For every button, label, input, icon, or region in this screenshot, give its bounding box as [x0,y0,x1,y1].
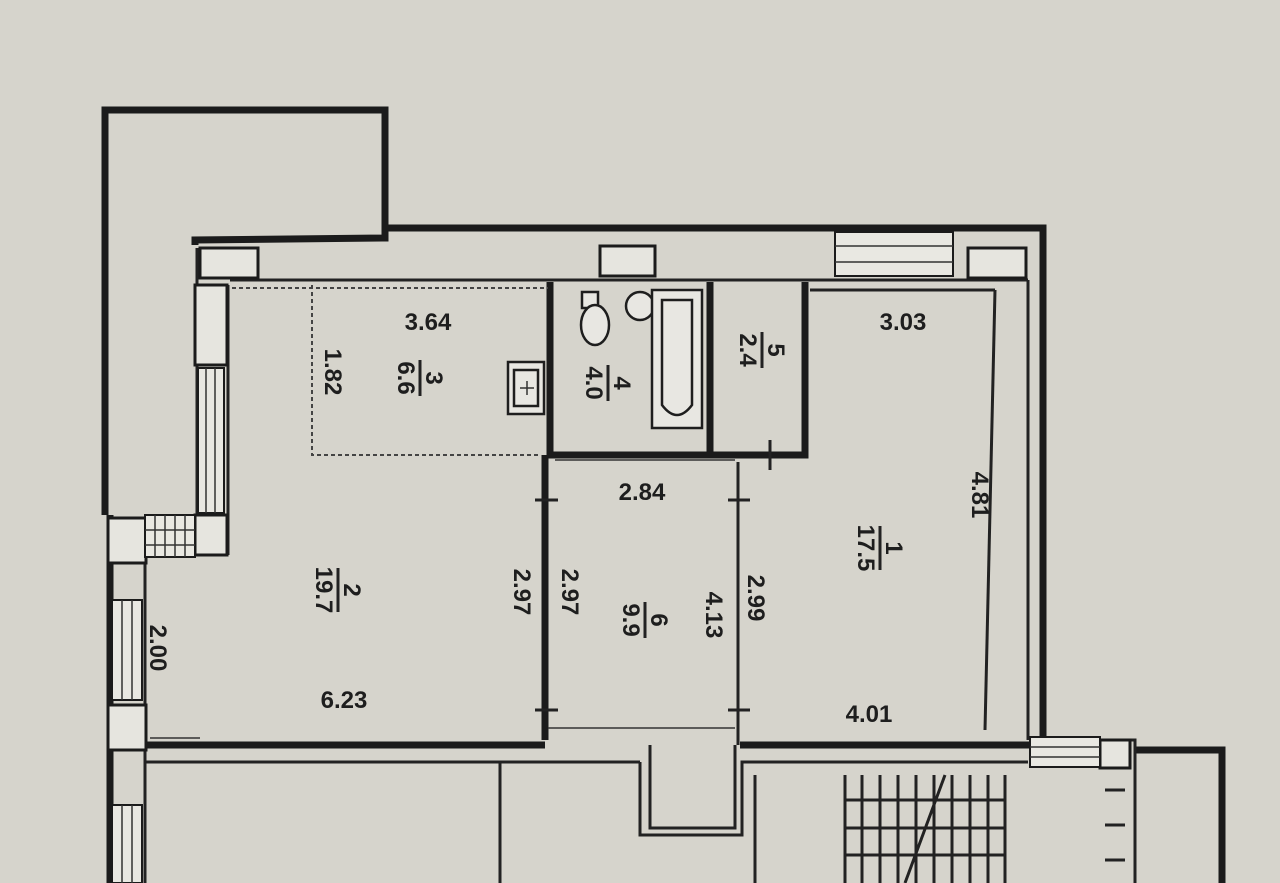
dimension-label: 4.13 [700,592,727,639]
dimension-label: 3.03 [880,309,927,336]
room-area: 19.7 [310,567,337,614]
wall-piers [106,244,1132,770]
dimension-ticks [535,440,772,712]
dimension-label: 3.64 [405,309,452,336]
balcony-door [144,514,196,558]
room-number: 4 [608,376,635,390]
stair-grid [843,774,1125,883]
kitchen-zone-dashed [232,285,548,456]
dimension-label: 4.01 [846,701,893,728]
room-number: 2 [338,583,365,596]
dimension-label: 2.84 [619,479,666,506]
plumbing-fixtures [506,288,704,430]
dimension-label: 4.81 [966,472,993,519]
dimension-label: 2.99 [742,575,769,622]
toilet-icon [579,290,611,347]
kitchen-sink-icon [506,360,546,416]
windows [111,231,1101,883]
dimension-label: 2.97 [556,569,583,616]
room-number: 5 [762,343,789,356]
dimension-label: 2.97 [508,569,535,616]
dimension-label: 1.82 [319,349,346,396]
room-label-1: 1 17.5 [852,525,907,572]
exterior-walls [106,224,1226,883]
room-number: 1 [880,541,907,554]
washbasin-icon [624,290,656,322]
balcony-outline [101,106,389,515]
room-number: 3 [420,371,447,384]
dimension-label: 6.23 [321,687,368,714]
room-label-2: 2 19.7 [310,567,365,614]
room-label-5: 5 2.4 [734,332,789,368]
room-label-4: 4 4.0 [580,365,635,401]
room-label-6: 6 9.9 [617,602,672,638]
bathtub-icon [650,288,704,430]
room-area: 9.9 [617,603,644,636]
room-label-3: 3 6.6 [392,360,447,396]
interior-walls [150,282,997,745]
room-area: 2.4 [734,333,761,367]
room-area: 17.5 [852,525,879,572]
room-area: 4.0 [580,366,607,399]
room-number: 6 [645,613,672,626]
dimension-label: 2.00 [144,625,171,672]
dimension-labels: 3.64 1.82 3.03 4.81 2.84 2.97 2.97 4.13 … [144,309,993,728]
room-area: 6.6 [392,361,419,394]
